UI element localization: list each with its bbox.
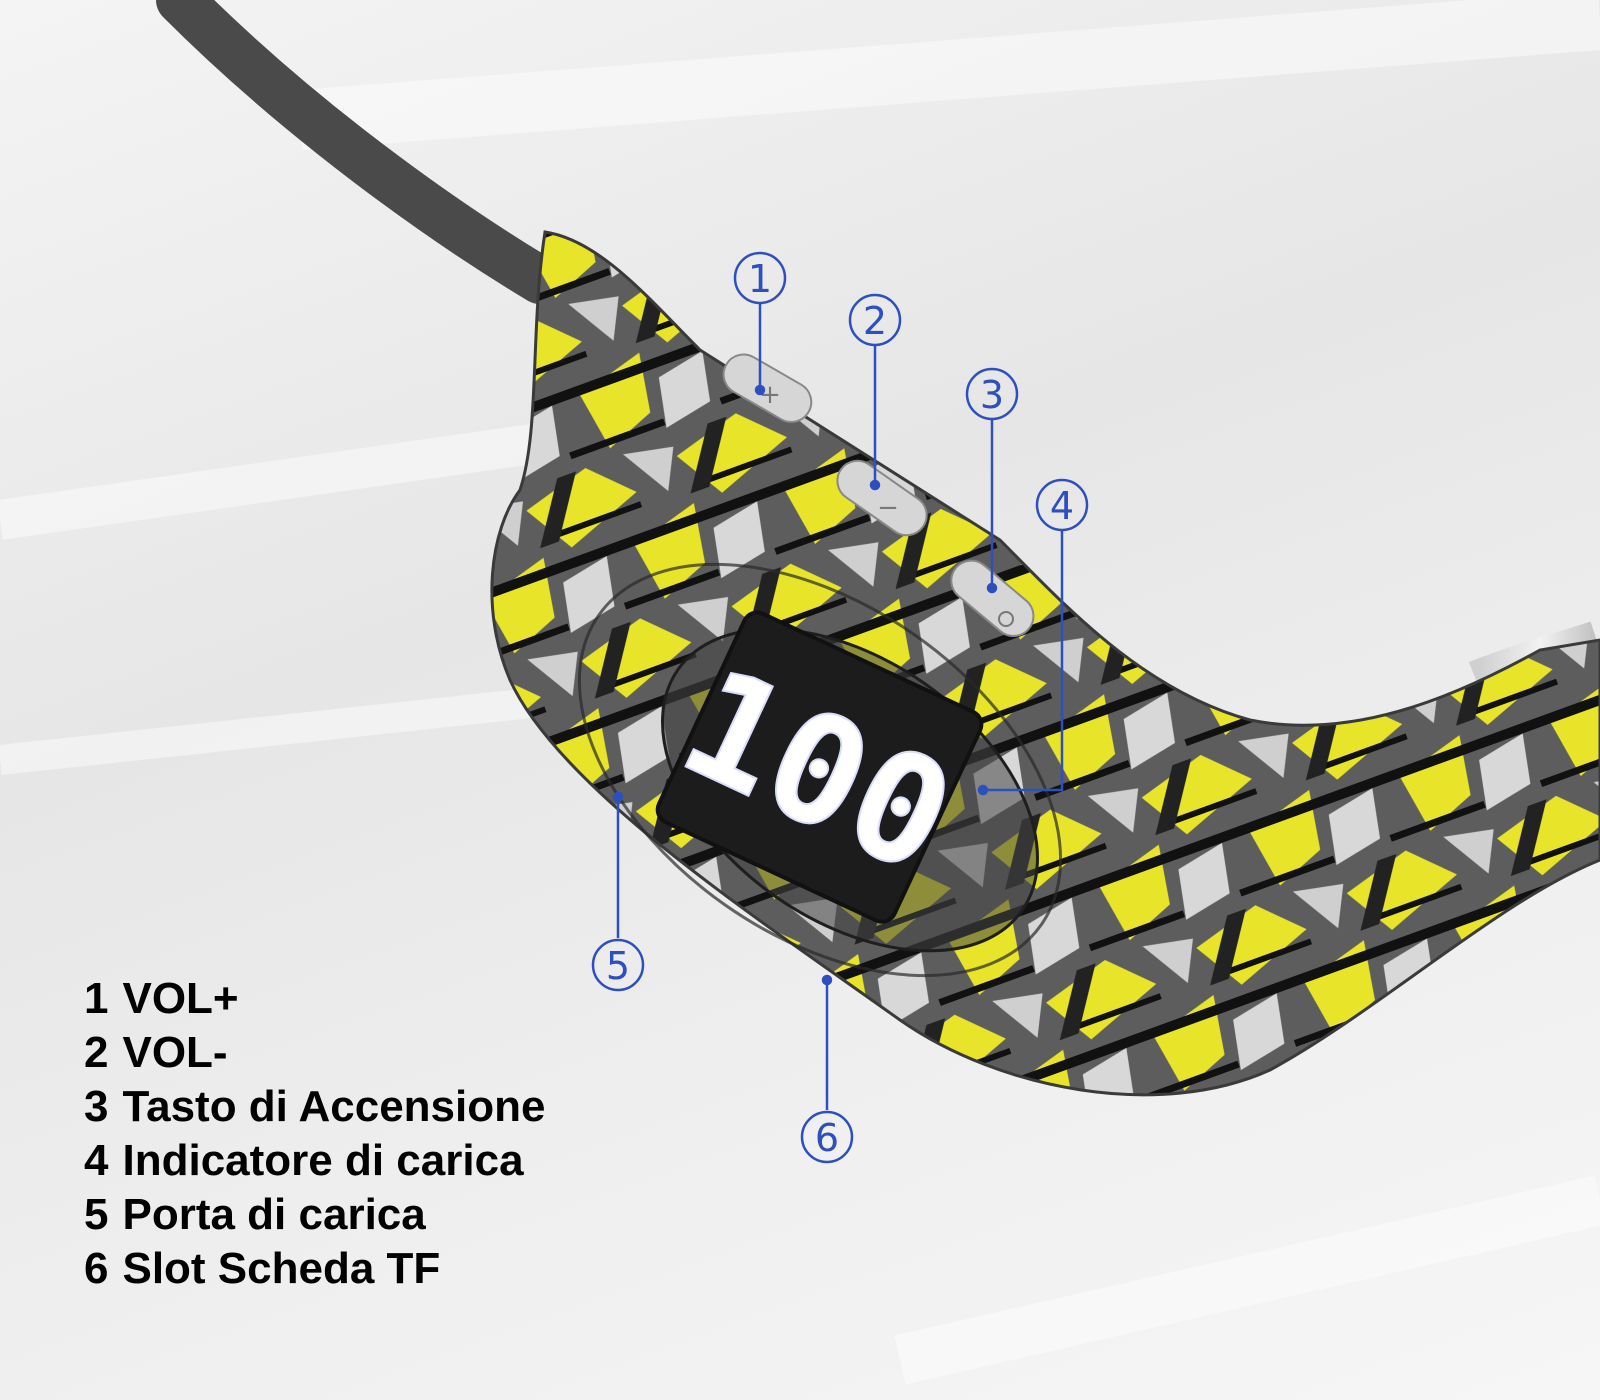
callout-6: 6 bbox=[800, 1110, 854, 1164]
callout-5: 5 bbox=[591, 938, 645, 992]
legend-item-label: Indicatore di carica bbox=[122, 1136, 524, 1185]
callout-5-number: 5 bbox=[606, 944, 630, 988]
legend-item-number: 6 bbox=[84, 1244, 109, 1293]
legend-item: 4 Indicatore di carica bbox=[84, 1134, 545, 1188]
callout-1: 1 bbox=[733, 251, 787, 305]
neckband-cable-top bbox=[156, 0, 564, 304]
callout-6-number: 6 bbox=[815, 1116, 839, 1160]
callout-lines bbox=[612, 303, 1064, 1110]
vol-down-button[interactable]: − bbox=[830, 453, 935, 543]
callout-2: 2 bbox=[848, 293, 902, 347]
legend-item: 6 Slot Scheda TF bbox=[84, 1242, 545, 1296]
power-button[interactable] bbox=[943, 552, 1041, 644]
callout-3: 3 bbox=[965, 367, 1019, 421]
legend-item: 1 VOL+ bbox=[84, 972, 545, 1026]
callout-4-number: 4 bbox=[1050, 484, 1074, 528]
volume-down-icon: − bbox=[877, 493, 899, 523]
legend-item-label: VOL+ bbox=[122, 974, 239, 1023]
legend-item-label: Tasto di Accensione bbox=[122, 1082, 546, 1131]
legend-item-label: Porta di carica bbox=[122, 1190, 426, 1239]
legend-item-number: 5 bbox=[84, 1190, 109, 1239]
legend-item-label: Slot Scheda TF bbox=[122, 1244, 441, 1293]
legend-item-number: 1 bbox=[84, 974, 109, 1023]
legend-item-number: 3 bbox=[84, 1082, 109, 1131]
legend: 1 VOL+ 2 VOL- 3 Tasto di Accensione 4 Indica… bbox=[84, 972, 545, 1296]
earpiece-body bbox=[490, 230, 1600, 1097]
legend-item-label: VOL- bbox=[122, 1028, 228, 1077]
volume-up-icon: + bbox=[759, 380, 781, 410]
legend-item: 2 VOL- bbox=[84, 1026, 545, 1080]
legend-item-number: 4 bbox=[84, 1136, 109, 1185]
callout-4: 4 bbox=[1035, 478, 1089, 532]
callout-1-number: 1 bbox=[748, 257, 772, 301]
callout-2-number: 2 bbox=[863, 299, 887, 343]
callout-3-number: 3 bbox=[980, 373, 1004, 417]
legend-item-number: 2 bbox=[84, 1028, 109, 1077]
power-icon bbox=[998, 611, 1014, 627]
legend-item: 3 Tasto di Accensione bbox=[84, 1080, 545, 1134]
legend-item: 5 Porta di carica bbox=[84, 1188, 545, 1242]
